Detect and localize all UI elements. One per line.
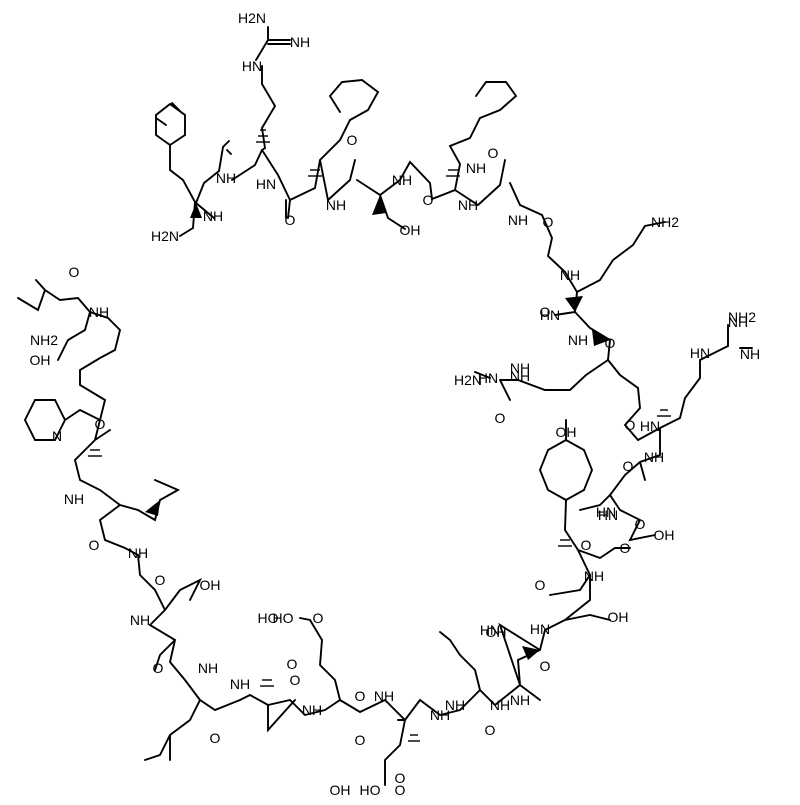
atom-label: O — [625, 417, 636, 433]
atom-label: NH — [64, 491, 84, 507]
atom-label: HO — [273, 610, 294, 626]
atom-label: NH — [490, 697, 510, 713]
atom-label: NH — [510, 360, 530, 376]
atom-label: NH2 — [651, 214, 679, 230]
atom-label: O — [620, 540, 631, 556]
atom-label: OH — [556, 424, 577, 440]
atom-label: O — [153, 660, 164, 676]
stereo-bonds — [88, 129, 671, 742]
atom-label: NH — [510, 692, 530, 708]
atom-label: HN — [540, 307, 560, 323]
atom-label: NH — [644, 449, 664, 465]
atom-label: NH — [510, 368, 530, 384]
atom-label: NH — [326, 197, 346, 213]
atom-label: O — [540, 304, 551, 320]
atom-label: NH — [216, 170, 236, 186]
atom-label: OH — [200, 577, 221, 593]
atom-label: O — [635, 516, 646, 532]
atom-label: HO — [360, 782, 381, 798]
atom-label: O — [210, 730, 221, 746]
atom-label: HN — [478, 370, 498, 386]
atom-label: NH — [290, 34, 310, 50]
atom-label: O — [605, 335, 616, 351]
atom-label: OH — [330, 782, 351, 798]
atom-label: O — [69, 264, 80, 280]
atom-label: OH — [486, 624, 507, 640]
atom-label: NH — [430, 707, 450, 723]
bond-lines — [17, 26, 753, 786]
atom-label: NH — [198, 660, 218, 676]
atom-label: O — [581, 537, 592, 553]
atom-label: N — [52, 428, 62, 444]
atom-label: HN — [596, 504, 616, 520]
atom-label: NH — [302, 702, 322, 718]
atom-label: NH — [203, 208, 223, 224]
atom-label: O — [89, 537, 100, 553]
atom-label: NH — [458, 197, 478, 213]
atom-label: O — [623, 458, 634, 474]
atom-label: O — [313, 610, 324, 626]
atom-label: NH — [128, 545, 148, 561]
atom-label: NH — [130, 612, 150, 628]
atom-label: O — [540, 658, 551, 674]
atom-label: O — [287, 656, 298, 672]
atom-label: HN — [640, 418, 660, 434]
atom-label: O — [395, 782, 406, 798]
atom-label: NH — [392, 172, 412, 188]
atom-label: HN — [598, 507, 618, 523]
atom-label: HN — [480, 622, 500, 638]
atom-label: NH — [466, 160, 486, 176]
atom-label: O — [355, 732, 366, 748]
atom-label: NH — [508, 212, 528, 228]
atom-label: NH — [728, 314, 748, 330]
atom-label: NH — [584, 568, 604, 584]
atom-label: OH — [608, 609, 629, 625]
atom-label: NH — [374, 688, 394, 704]
atom-label: OH — [654, 527, 675, 543]
atom-label: O — [543, 214, 554, 230]
atom-label: NH2 — [30, 332, 58, 348]
atom-label: NH — [89, 304, 109, 320]
atom-label: NH — [568, 332, 588, 348]
atom-label: NH — [560, 267, 580, 283]
atom-label: HN — [242, 58, 262, 74]
atom-label: O — [495, 410, 506, 426]
atom-label: O — [423, 192, 434, 208]
atom-label: NH2 — [728, 309, 756, 325]
atom-label: O — [488, 145, 499, 161]
atom-label: O — [285, 212, 296, 228]
atom-label: H2N — [238, 10, 266, 26]
atom-label: HO — [258, 610, 279, 626]
atom-label: O — [535, 577, 546, 593]
atom-label: H2N — [151, 228, 179, 244]
atom-label: O — [155, 572, 166, 588]
atom-label: O — [95, 416, 106, 432]
atom-label: OH — [400, 222, 421, 238]
atom-label: OH — [30, 352, 51, 368]
atom-label: O — [395, 770, 406, 786]
atom-label: HN — [530, 621, 550, 637]
atom-label: O — [355, 688, 366, 704]
atom-label: NH — [230, 676, 250, 692]
atom-label: NH — [445, 697, 465, 713]
atom-label: HN — [690, 345, 710, 361]
atom-label: NH — [740, 346, 760, 362]
atom-label: O — [347, 132, 358, 148]
atom-label: HN — [256, 176, 276, 192]
atom-label: H2N — [454, 372, 482, 388]
atom-label: O — [485, 722, 496, 738]
atom-label: O — [290, 672, 301, 688]
